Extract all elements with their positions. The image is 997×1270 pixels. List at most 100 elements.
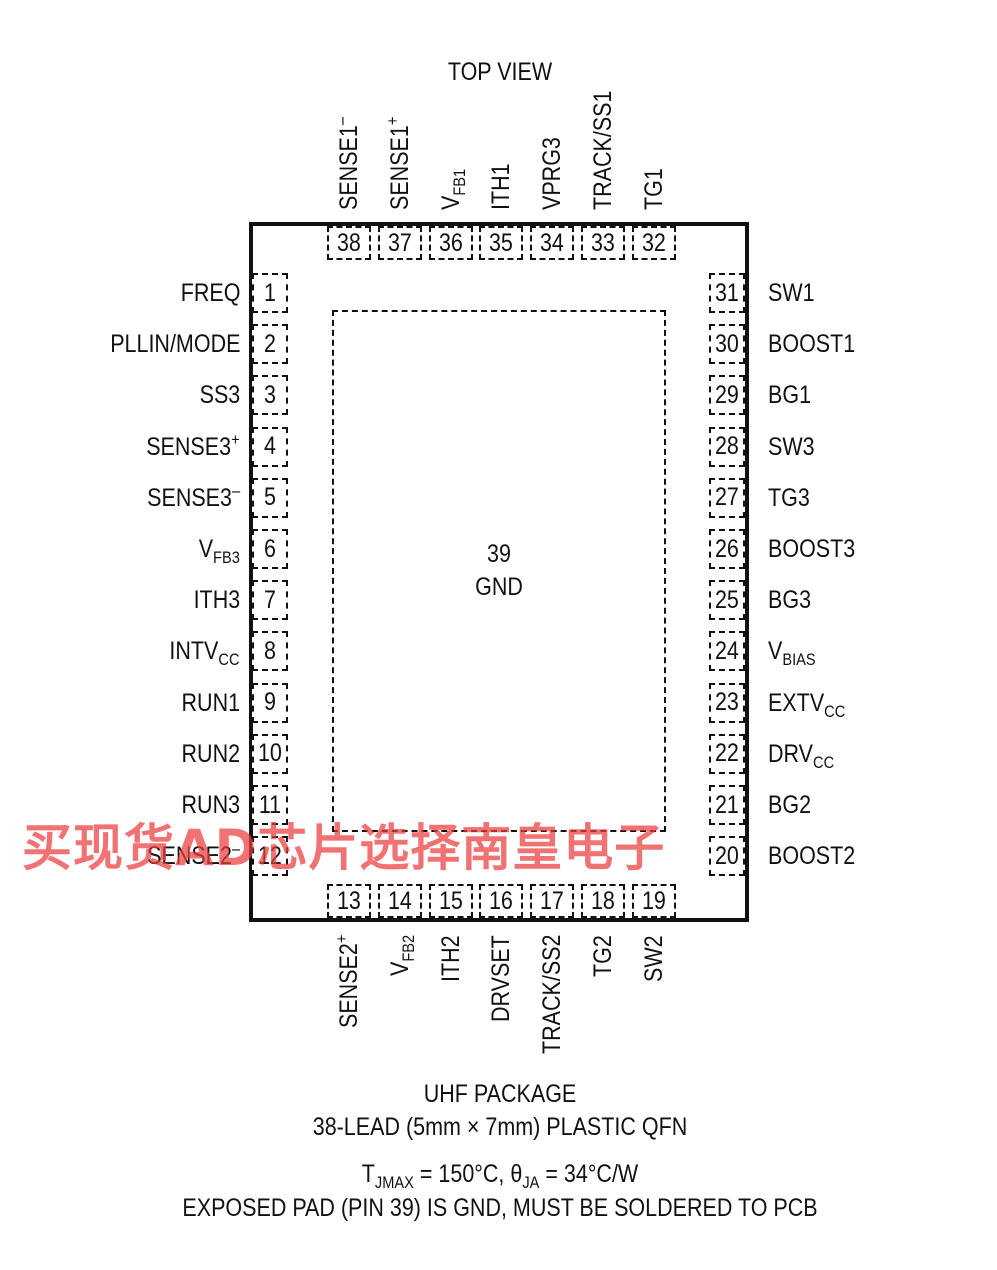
- pin-label-right: BG2: [768, 790, 811, 820]
- pin-number: 2: [264, 329, 276, 358]
- pin-label-bottom: VFB2: [385, 934, 418, 976]
- pin-name-text: DRV: [768, 739, 814, 768]
- pin-35: 35: [479, 226, 524, 260]
- pin-label-left: INTVCC: [169, 636, 240, 668]
- pin-name-text: V: [768, 637, 783, 666]
- pin-38: 38: [327, 226, 371, 260]
- pin-6: 6: [252, 529, 288, 569]
- pin-label-top: SENSE1+: [383, 117, 415, 210]
- pin-label-bottom: TG2: [588, 935, 618, 977]
- pin-22: 22: [709, 733, 745, 774]
- pin-number: 16: [489, 886, 514, 915]
- pin-label-right: SW3: [768, 432, 815, 462]
- pin-name-text: BOOST2: [768, 842, 856, 871]
- pin-label-top: SENSE1–: [332, 116, 364, 210]
- pin-name-text: BG1: [768, 381, 812, 410]
- pin-number: 14: [387, 886, 412, 915]
- pin-label-right: BOOST3: [768, 534, 855, 564]
- pin-label-left: PLLIN/MODE: [110, 329, 240, 359]
- exposed-pad-note: EXPOSED PAD (PIN 39) IS GND, MUST BE SOL…: [182, 1194, 818, 1222]
- exposed-pad-label: GND: [475, 573, 523, 601]
- pin-15: 15: [428, 884, 473, 918]
- pin-label-right: BOOST1: [768, 329, 855, 359]
- pin-label-top: ITH1: [486, 163, 516, 210]
- pin-label-top: TRACK/SS1: [588, 91, 618, 210]
- pin-number: 33: [591, 228, 615, 257]
- pin-number: 13: [337, 886, 361, 915]
- pin-name-text: SENSE2: [335, 943, 363, 1029]
- pin-name-text: SW2: [639, 934, 668, 982]
- pin-number: 36: [438, 228, 463, 257]
- pin-label-bottom: DRVSET: [486, 935, 516, 1022]
- pin-8: 8: [252, 631, 288, 672]
- view-title: TOP VIEW: [447, 58, 553, 86]
- watermark: 买现货AD芯片选择南皇电子: [22, 819, 666, 877]
- pin-11: 11: [252, 785, 288, 825]
- pin-13: 13: [327, 884, 371, 918]
- pin-name-subscript: FB1: [449, 168, 469, 196]
- pin-number: 5: [264, 483, 276, 512]
- pin-number: 1: [264, 278, 276, 307]
- pin-14: 14: [377, 884, 422, 918]
- pin-label-left: RUN3: [181, 790, 240, 820]
- pin-name-text: TG1: [639, 168, 668, 210]
- pin-label-right: BG1: [768, 380, 811, 410]
- pin-number: 26: [715, 534, 739, 563]
- pin-label-left: SENSE3+: [146, 431, 240, 462]
- pin-label-top: VPRG3: [537, 137, 567, 210]
- pin-number: 19: [641, 886, 666, 915]
- pin-2: 2: [252, 324, 288, 365]
- pin-name-text: BOOST3: [768, 535, 856, 563]
- pin-label-bottom: TRACK/SS2: [537, 935, 567, 1054]
- pin-number: 34: [540, 228, 565, 257]
- pin-label-left: RUN1: [181, 688, 240, 718]
- pin-name-text: SENSE3: [146, 432, 232, 461]
- pin-name-text: SW1: [768, 279, 815, 307]
- pin-number: 32: [641, 228, 666, 257]
- pin-label-left: RUN2: [181, 739, 240, 769]
- pin-name-superscript: –: [332, 116, 351, 126]
- pin-3: 3: [252, 375, 288, 416]
- pin-29: 29: [709, 375, 745, 416]
- pin-name-text: V: [198, 535, 214, 563]
- pin-name-text: VPRG3: [538, 137, 567, 210]
- pin-34: 34: [530, 226, 575, 260]
- pin-name-subscript: BIAS: [782, 650, 816, 670]
- pin-name-text: PLLIN/MODE: [109, 330, 240, 359]
- pin-label-bottom: ITH2: [436, 935, 466, 982]
- pin-name-text: RUN1: [181, 688, 240, 717]
- pin-27: 27: [709, 477, 745, 518]
- pin-name-text: BG3: [768, 586, 812, 615]
- pin-name-text: BG2: [768, 791, 812, 819]
- pin-number: 7: [264, 585, 276, 614]
- pin-label-left: FREQ: [180, 278, 240, 308]
- pin-9: 9: [252, 682, 288, 723]
- pin-name-text: V: [436, 195, 465, 210]
- pin-number: 28: [715, 432, 739, 461]
- pin-37: 37: [377, 226, 422, 260]
- pin-name-superscript: –: [231, 480, 240, 500]
- pin-number: 9: [264, 688, 276, 717]
- pin-number: 31: [715, 278, 739, 307]
- pin-name-subscript: FB2: [398, 934, 418, 962]
- pin-label-right: SW1: [768, 278, 815, 308]
- pin-name-text: ITH1: [487, 163, 516, 210]
- pin-number: 30: [715, 329, 739, 358]
- pin-name-text: INTV: [169, 637, 219, 666]
- package-description: 38-LEAD (5mm × 7mm) PLASTIC QFN: [312, 1113, 688, 1141]
- pin-name-text: RUN2: [181, 739, 240, 768]
- pin-name-text: SW3: [768, 432, 815, 461]
- pin-5: 5: [252, 477, 288, 518]
- pin-number: 24: [715, 636, 739, 665]
- pin-20: 20: [709, 836, 745, 877]
- thermal-t: T: [361, 1160, 375, 1188]
- pin-number: 17: [540, 886, 565, 915]
- pin-name-subscript: FB3: [213, 548, 240, 567]
- pin-36: 36: [428, 226, 473, 260]
- pin-name-text: ITH3: [193, 586, 240, 615]
- pin-number: 12: [258, 841, 282, 870]
- pin-31: 31: [709, 273, 745, 313]
- pin-number: 4: [264, 432, 276, 461]
- pin-17: 17: [530, 884, 575, 918]
- pin-number: 8: [264, 636, 276, 665]
